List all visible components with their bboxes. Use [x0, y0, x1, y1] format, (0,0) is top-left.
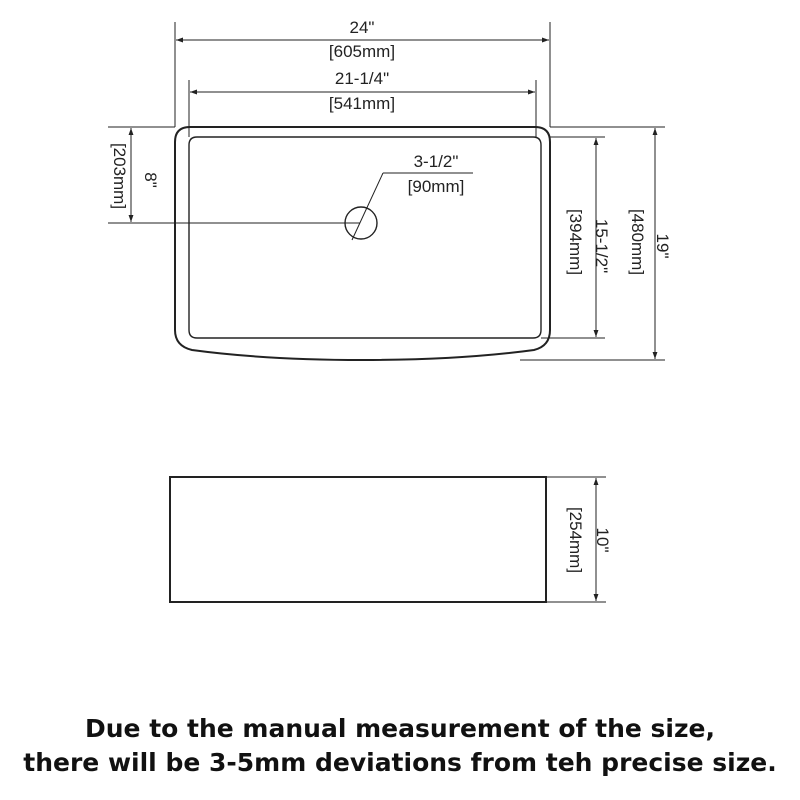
overall-depth-dimension: 19" [480mm] [520, 126, 672, 361]
height-mm: [254mm] [566, 507, 585, 573]
inner-depth-dimension: 15-1/2" [394mm] [541, 136, 611, 339]
drain-offset-mm: [203mm] [110, 143, 129, 209]
overall-depth-mm: [480mm] [628, 209, 647, 275]
sink-front-outline [169, 476, 547, 603]
drain-offset-in: 8" [141, 172, 160, 188]
sink-inner-bowl [188, 136, 542, 339]
inner-width-mm: [541mm] [329, 94, 395, 113]
note-line-1: Due to the manual measurement of the siz… [84, 714, 716, 743]
measurement-note: Due to the manual measurement of the siz… [0, 712, 800, 780]
inner-depth-in: 15-1/2" [592, 219, 611, 273]
inner-width-dimension: 21-1/4" [541mm] [188, 69, 537, 137]
overall-width-mm: [605mm] [329, 42, 395, 61]
drain-diameter-callout: 3-1/2" [90mm] [351, 152, 473, 241]
note-line-2: there will be 3-5mm deviations from teh … [23, 748, 777, 777]
height-dimension: 10" [254mm] [546, 476, 612, 603]
overall-width-dimension: 24" [605mm] [174, 18, 551, 127]
sink-dimension-drawing: 24" [605mm] 21-1/4" [541mm] 8" [203mm] 3… [108, 18, 672, 603]
sink-outer-outline [174, 126, 551, 362]
overall-width-in: 24" [350, 18, 375, 37]
drain-diameter-mm: [90mm] [408, 177, 465, 196]
front-view: 10" [254mm] [169, 476, 612, 603]
height-in: 10" [593, 528, 612, 553]
top-view: 24" [605mm] 21-1/4" [541mm] 8" [203mm] 3… [108, 18, 672, 362]
inner-depth-mm: [394mm] [566, 209, 585, 275]
inner-width-in: 21-1/4" [335, 69, 389, 88]
drain-offset-dimension: 8" [203mm] [108, 126, 360, 224]
overall-depth-in: 19" [653, 234, 672, 259]
drain-diameter-in: 3-1/2" [414, 152, 459, 171]
